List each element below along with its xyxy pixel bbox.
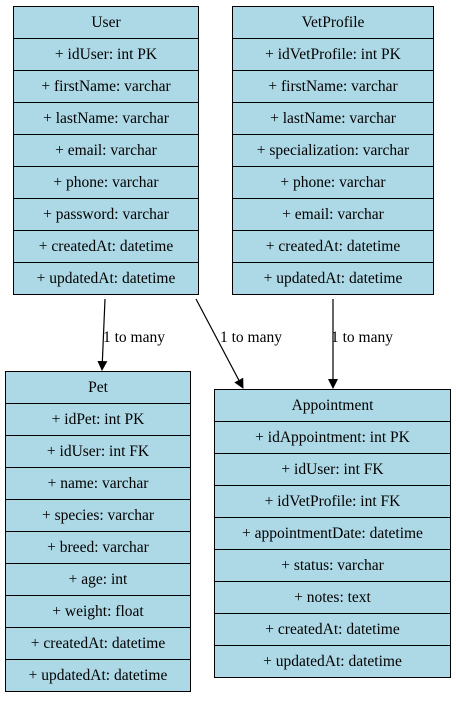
entity-field: + idUser: int FK	[215, 453, 450, 485]
edge-label-user-pet: 1 to many	[103, 329, 165, 346]
entity-field: + updatedAt: datetime	[215, 645, 450, 677]
entity-vetprofile: VetProfile + idVetProfile: int PK + firs…	[232, 6, 434, 295]
entity-title: VetProfile	[301, 13, 365, 31]
entity-title: Appointment	[291, 396, 374, 414]
entity-field: + createdAt: datetime	[215, 613, 450, 645]
entity-field: + updatedAt: datetime	[6, 659, 190, 691]
entity-field: + species: varchar	[6, 499, 190, 531]
entity-field: + name: varchar	[6, 467, 190, 499]
entity-field: + email: varchar	[233, 198, 433, 230]
entity-field: + idVetProfile: int PK	[233, 38, 433, 70]
entity-title: Pet	[88, 378, 108, 396]
entity-field: + createdAt: datetime	[6, 627, 190, 659]
entity-field: + updatedAt: datetime	[14, 262, 198, 294]
entity-field: + idAppointment: int PK	[215, 421, 450, 453]
edge-user-pet	[97, 298, 108, 371]
entity-field: + weight: float	[6, 595, 190, 627]
entity-field: + lastName: varchar	[14, 102, 198, 134]
entity-pet: Pet + idPet: int PK + idUser: int FK + n…	[5, 371, 191, 692]
entity-field: + breed: varchar	[6, 531, 190, 563]
entity-field: + updatedAt: datetime	[233, 262, 433, 294]
entity-user: User + idUser: int PK + firstName: varch…	[13, 6, 199, 295]
entity-field: + phone: varchar	[233, 166, 433, 198]
entity-field: + createdAt: datetime	[14, 230, 198, 262]
entity-title: User	[91, 13, 121, 31]
entity-field: + specialization: varchar	[233, 134, 433, 166]
entity-field: + password: varchar	[14, 198, 198, 230]
entity-field: + lastName: varchar	[233, 102, 433, 134]
entity-field: + notes: text	[215, 581, 450, 613]
entity-field: + idUser: int PK	[14, 38, 198, 70]
entity-field: + idPet: int PK	[6, 403, 190, 435]
entity-field: + firstName: varchar	[233, 70, 433, 102]
edge-label-user-appointment: 1 to many	[220, 329, 282, 346]
entity-field: + idUser: int FK	[6, 435, 190, 467]
entity-field: + createdAt: datetime	[233, 230, 433, 262]
entity-field: + status: varchar	[215, 549, 450, 581]
entity-field: + email: varchar	[14, 134, 198, 166]
entity-field: + age: int	[6, 563, 190, 595]
entity-field: + appointmentDate: datetime	[215, 517, 450, 549]
edge-user-appointment	[195, 298, 244, 389]
entity-appointment: Appointment + idAppointment: int PK + id…	[214, 389, 451, 678]
entity-field: + firstName: varchar	[14, 70, 198, 102]
entity-field: + phone: varchar	[14, 166, 198, 198]
edge-label-vet-appointment: 1 to many	[331, 329, 393, 346]
entity-field: + idVetProfile: int FK	[215, 485, 450, 517]
